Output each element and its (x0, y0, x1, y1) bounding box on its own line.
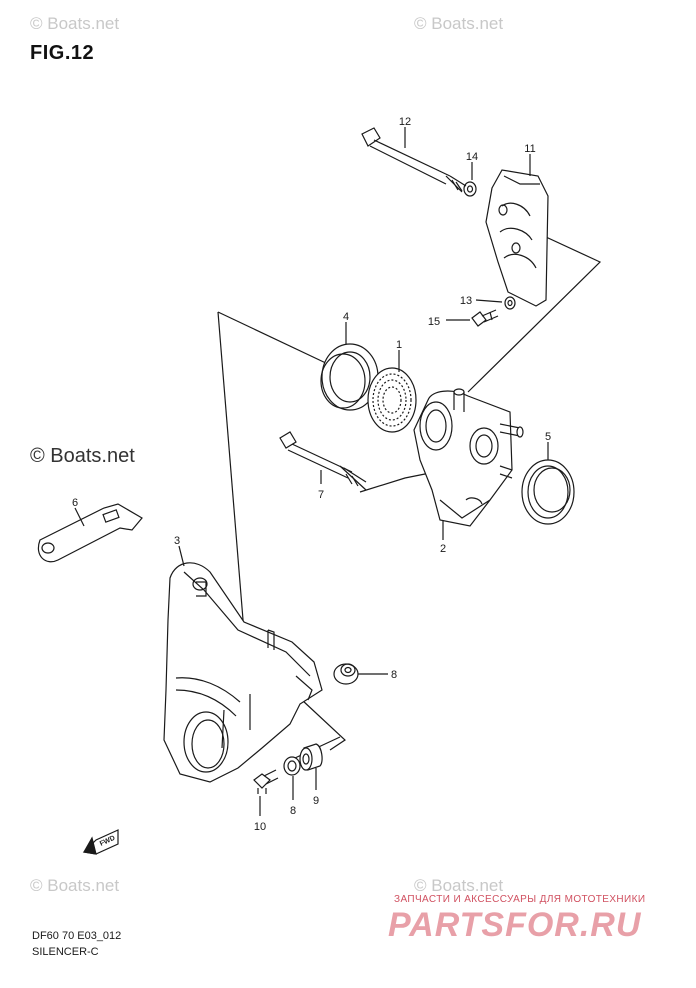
washer-14 (463, 181, 477, 197)
callout-8-lower: 8 (290, 805, 296, 817)
watermark: © Boats.net (30, 14, 120, 33)
leader-lines (74, 127, 549, 816)
diagram-name: SILENCER-C (32, 946, 99, 958)
callout-5: 5 (545, 431, 551, 443)
callouts: 12 14 11 13 15 4 1 5 7 2 6 3 8 8 9 10 (72, 116, 551, 833)
callout-12: 12 (399, 116, 411, 128)
washer-13 (504, 296, 516, 310)
screen-filter-1 (367, 367, 417, 433)
callout-6: 6 (72, 497, 78, 509)
brand-tagline: ЗАПЧАСТИ И АКСЕССУАРЫ ДЛЯ МОТОТЕХНИКИ (394, 894, 646, 905)
bolt-7 (279, 431, 367, 491)
grommet-8 (333, 663, 359, 685)
callout-10: 10 (254, 821, 266, 833)
callout-9: 9 (313, 795, 319, 807)
callout-8: 8 (391, 669, 397, 681)
callout-4: 4 (343, 311, 349, 323)
callout-15: 15 (428, 316, 440, 328)
collar-9 (299, 743, 323, 771)
watermark: © Boats.net (30, 445, 135, 467)
bolt-10 (253, 769, 279, 794)
fwd-arrow-icon (82, 829, 119, 855)
ring-seal-4 (320, 343, 379, 411)
watermark: © Boats.net (414, 876, 504, 895)
brand-logo: PARTSFOR.RU (388, 906, 642, 944)
callout-13: 13 (460, 295, 472, 307)
bolt-long-12 (361, 127, 467, 193)
watermark: © Boats.net (414, 14, 504, 33)
callout-11: 11 (524, 143, 535, 155)
watermark: © Boats.net (30, 876, 120, 895)
gasket-5 (521, 459, 575, 525)
bolt-15 (471, 309, 499, 327)
callout-2: 2 (440, 543, 446, 555)
figure-title: FIG.12 (30, 42, 95, 64)
callout-14: 14 (466, 151, 478, 163)
strap-6 (37, 503, 143, 563)
silencer-housing-2 (413, 388, 524, 527)
silencer-case-3 (163, 562, 323, 783)
grommet-8-lower (283, 756, 301, 776)
callout-1: 1 (396, 339, 402, 351)
callout-3: 3 (174, 535, 180, 547)
callout-7: 7 (318, 489, 324, 501)
diagram-code: DF60 70 E03_012 (32, 930, 122, 942)
bracket-11 (485, 169, 549, 307)
